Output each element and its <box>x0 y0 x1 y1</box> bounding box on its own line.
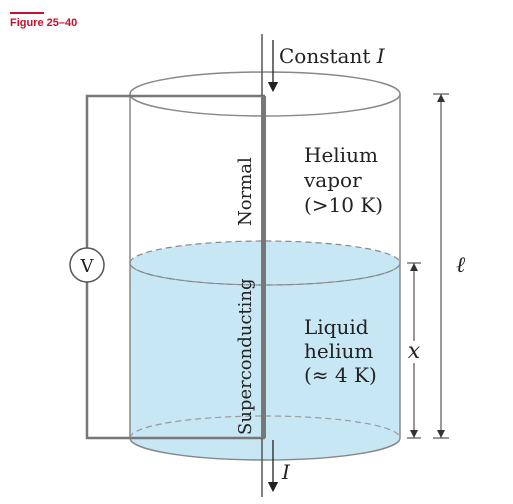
constant-current-label: Constant I <box>279 44 386 68</box>
normal-label: Normal <box>235 157 256 226</box>
cylinder-bottom-back <box>129 415 401 439</box>
liquid-line-2: helium <box>304 339 373 363</box>
x-label-backing <box>406 341 422 363</box>
voltmeter-label: V <box>80 256 95 277</box>
vapor-line-3: (>10 K) <box>304 193 383 217</box>
ell-top-arrow <box>437 94 445 102</box>
circuit-wire-top <box>85 94 265 248</box>
figure-label-rule <box>10 12 44 14</box>
figure-label: Figure 25–40 <box>10 17 78 29</box>
liquid-line-3: (≈ 4 K) <box>304 363 377 387</box>
superconducting-label: Superconducting <box>235 278 256 435</box>
ell-bottom-arrow <box>437 430 445 438</box>
constant-text: Constant <box>279 44 377 68</box>
wire-rod <box>261 96 266 438</box>
current-symbol: I <box>376 44 386 68</box>
x-bottom-arrow <box>410 430 418 438</box>
ell-label: ℓ <box>456 253 466 278</box>
liquid-surface-front <box>129 262 401 286</box>
x-top-arrow <box>410 263 418 271</box>
voltmeter-icon <box>69 247 105 283</box>
cylinder-bottom-front <box>129 437 401 461</box>
vapor-line-1: Helium <box>304 143 378 167</box>
bottom-current-label: I <box>281 460 291 484</box>
liquid-line-1: Liquid <box>304 315 369 339</box>
x-label: x <box>408 339 421 364</box>
circuit-wire-bottom <box>85 282 265 440</box>
vapor-line-2: vapor <box>303 168 362 192</box>
